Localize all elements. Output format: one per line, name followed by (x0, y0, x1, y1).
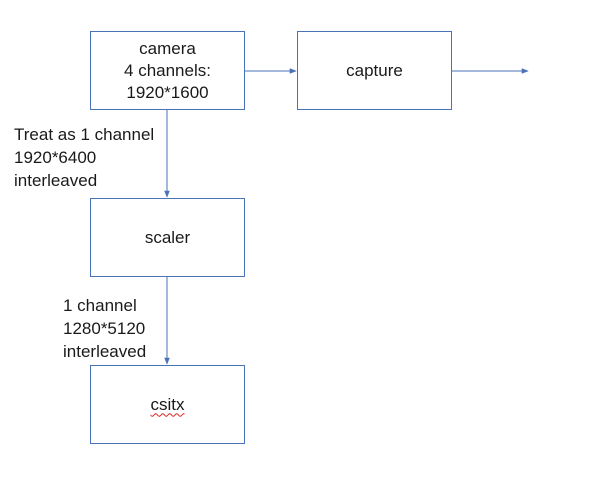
camera-scaler-edge-label: Treat as 1 channel 1920*6400 interleaved (14, 123, 154, 192)
camera-node-channels: 4 channels: (124, 60, 211, 80)
edge-label-line: interleaved (14, 171, 98, 190)
camera-node-title: camera (139, 38, 196, 58)
edge-label-line: 1 channel (63, 296, 137, 315)
edge-label-line: Treat as 1 channel (14, 125, 155, 144)
scaler-csitx-edge-label: 1 channel 1280*5120 interleaved (63, 294, 146, 363)
csitx-node: csitx (90, 365, 245, 444)
csitx-node-label: csitx (150, 394, 185, 414)
capture-node: capture (297, 31, 452, 110)
camera-node: camera 4 channels: 1920*1600 (90, 31, 245, 110)
edge-label-line: 1280*5120 (63, 319, 146, 338)
scaler-node: scaler (90, 198, 245, 277)
capture-node-label: capture (346, 60, 403, 80)
scaler-node-label: scaler (144, 227, 191, 247)
edge-label-line: interleaved (63, 342, 147, 361)
camera-node-resolution: 1920*1600 (126, 82, 209, 102)
edge-label-line: 1920*6400 (14, 148, 97, 167)
